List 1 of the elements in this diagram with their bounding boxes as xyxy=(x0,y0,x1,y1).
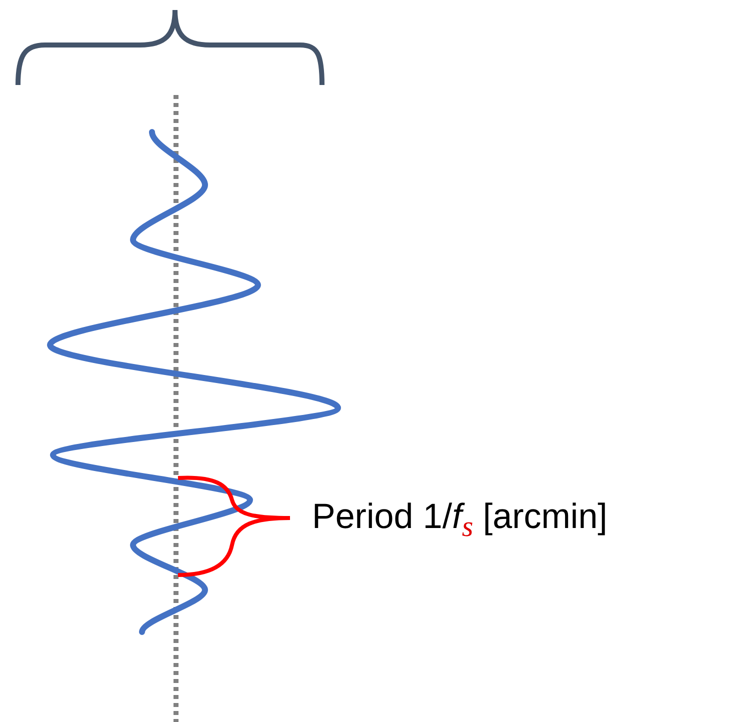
period-label: Period 1/f$_{s}$ [arcmin] xyxy=(312,496,608,545)
